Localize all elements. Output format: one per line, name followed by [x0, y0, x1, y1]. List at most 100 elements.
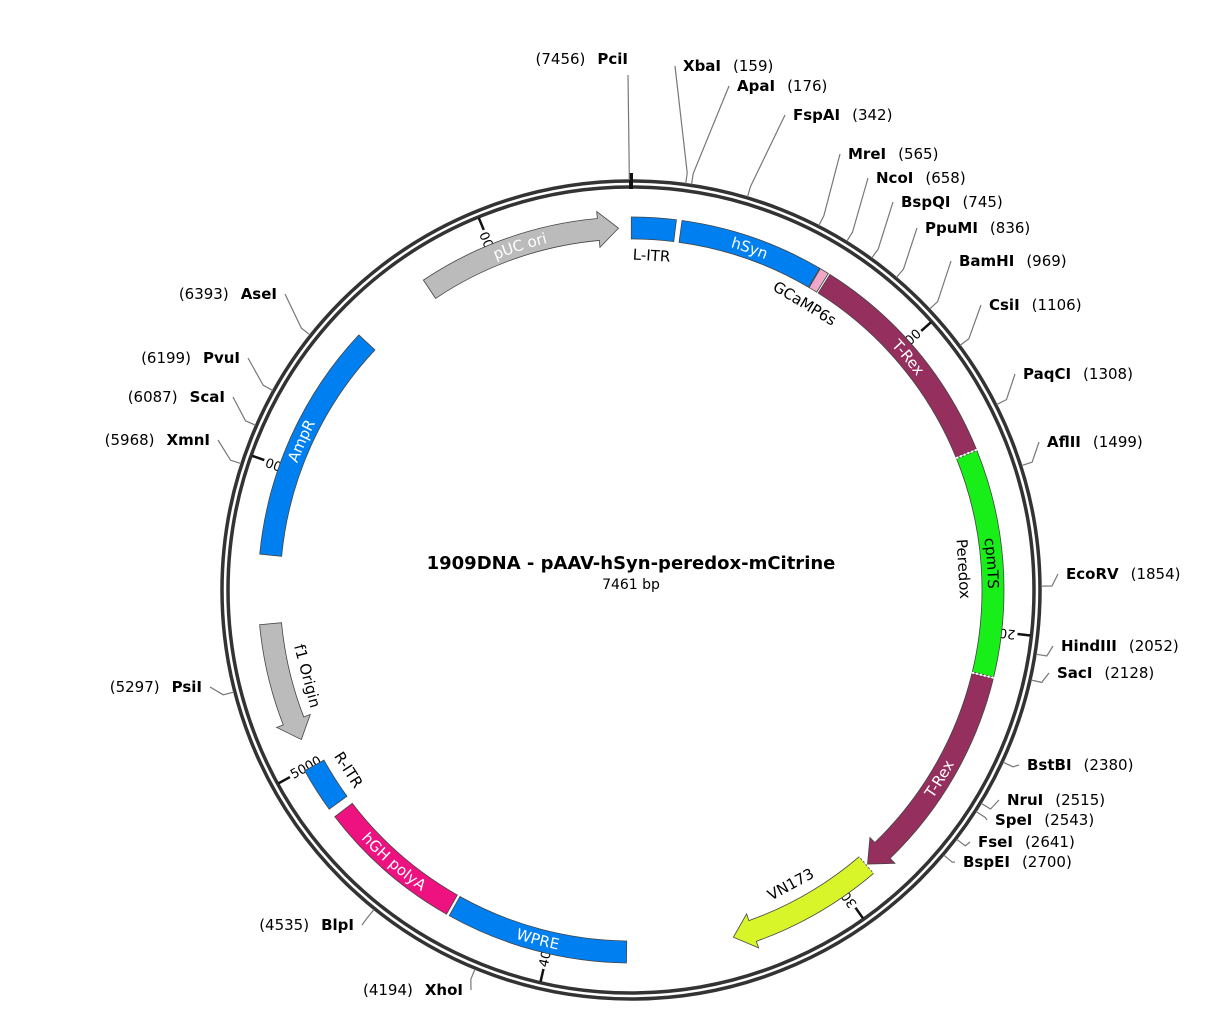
site-position: (2700): [1022, 853, 1072, 871]
site-paqci[interactable]: PaqCI(1308): [996, 365, 1133, 406]
site-position: (1106): [1032, 296, 1082, 314]
site-enzyme: CsiI: [989, 296, 1020, 314]
feature-cpmts[interactable]: cpmTS: [955, 449, 1005, 678]
site-position: (4194): [363, 981, 413, 999]
site-psii[interactable]: (5297)PsiI: [110, 678, 235, 696]
site-enzyme: SacI: [1057, 664, 1092, 682]
site-position: (1499): [1093, 433, 1143, 451]
site-label: FseI(2641): [978, 833, 1075, 851]
site-csii[interactable]: CsiI (1106): [959, 296, 1082, 346]
site-aflii[interactable]: AflII(1499): [1021, 433, 1143, 467]
site-spei[interactable]: SpeI(2543): [975, 811, 1094, 829]
site-xbai[interactable]: XbaI (159): [674, 57, 773, 184]
site-connector: [470, 968, 476, 991]
feature-t-rex-1[interactable]: T-Rex: [817, 273, 977, 458]
site-bspqi[interactable]: BspQI(745): [871, 193, 1003, 259]
site-position: (2543): [1044, 811, 1094, 829]
site-connector: [361, 909, 375, 926]
site-enzyme: MreI: [848, 145, 886, 163]
site-nrui[interactable]: NruI(2515): [980, 791, 1105, 810]
site-enzyme: BstBI: [1027, 756, 1072, 774]
site-connector: [996, 373, 1016, 406]
site-enzyme: HindIII: [1061, 637, 1117, 655]
scale-tick: [251, 454, 265, 462]
site-enzyme: XhoI: [425, 981, 463, 999]
site-ecorv[interactable]: EcoRV (1854): [1040, 565, 1181, 587]
feature-arc: [334, 802, 458, 915]
site-enzyme: BlpI: [321, 916, 354, 934]
site-position: (7456): [536, 50, 586, 68]
site-position: (1308): [1083, 365, 1133, 383]
feature-arc: [422, 210, 620, 299]
site-apai[interactable]: ApaI(176): [690, 77, 828, 185]
scale-tick: [539, 968, 545, 982]
site-fsei[interactable]: FseI(2641): [956, 833, 1075, 851]
site-label: BspEI (2700): [963, 853, 1072, 871]
site-connector: [943, 854, 956, 863]
site-pcii[interactable]: (7456) PciI: [536, 50, 630, 181]
site-label: NcoI(658): [876, 169, 966, 187]
site-fspai[interactable]: FspAI(342): [746, 106, 892, 198]
site-enzyme: EcoRV: [1066, 565, 1119, 583]
site-label: (6393)AseI: [179, 285, 277, 303]
site-mrei[interactable]: MreI(565): [818, 145, 939, 226]
site-bamhi[interactable]: BamHI(969): [929, 252, 1067, 310]
site-label: AflII(1499): [1047, 433, 1143, 451]
feature-arc: [817, 273, 977, 458]
site-connector: [247, 357, 274, 392]
feature-puc-ori[interactable]: pUC ori: [422, 210, 620, 299]
site-xhoi[interactable]: (4194) XhoI: [363, 968, 476, 999]
region-label-peredox: Peredox: [952, 538, 974, 599]
site-connector: [1002, 761, 1020, 768]
feature-f1-origin[interactable]: f1 Origin: [259, 622, 325, 741]
site-connector: [746, 114, 786, 198]
site-label: XbaI (159): [683, 57, 773, 75]
site-ppumi[interactable]: PpuMI(836): [895, 219, 1030, 278]
site-label: BamHI(969): [959, 252, 1067, 270]
site-position: (5968): [105, 431, 155, 449]
site-enzyme: BspEI: [963, 853, 1010, 871]
site-hindiii[interactable]: HindIII(2052): [1035, 637, 1179, 657]
site-scai[interactable]: (6087)ScaI: [128, 388, 256, 426]
site-label: PpuMI(836): [925, 219, 1030, 237]
feature-wpre[interactable]: WPRE: [448, 895, 628, 964]
site-position: (4535): [259, 916, 309, 934]
feature-l-itr[interactable]: L-ITR: [630, 216, 677, 266]
site-saci[interactable]: SacI(2128): [1030, 664, 1154, 684]
feature-ampr[interactable]: AmpR: [259, 334, 376, 557]
site-connector: [1040, 573, 1059, 587]
site-enzyme: NruI: [1007, 791, 1043, 809]
site-connector: [217, 439, 242, 465]
site-label: CsiI (1106): [989, 296, 1082, 314]
feature-arc: [448, 895, 628, 964]
site-enzyme: BamHI: [959, 252, 1014, 270]
scale-tick: [1017, 632, 1031, 637]
feature-arc: [304, 759, 348, 810]
site-asei[interactable]: (6393)AseI: [179, 285, 311, 336]
site-connector: [980, 799, 1000, 810]
feature-arc: [259, 334, 376, 557]
site-position: (1854): [1131, 565, 1181, 583]
feature-hgh-polya[interactable]: hGH polyA: [334, 802, 458, 915]
restriction-sites: (7456) PciI XbaI (159) ApaI(176)FspAI(342)Mr…: [105, 50, 1181, 999]
site-connector: [1035, 645, 1054, 657]
site-position: (159): [733, 57, 773, 75]
site-ncoi[interactable]: NcoI(658): [846, 169, 966, 242]
site-connector: [895, 227, 918, 278]
site-pvui[interactable]: (6199)PvuI: [141, 349, 274, 392]
site-enzyme: XbaI: [683, 57, 721, 75]
feature-t-rex-2[interactable]: T-Rex: [867, 672, 994, 865]
site-label: (4194) XhoI: [363, 981, 463, 999]
site-connector: [232, 396, 256, 426]
site-connector: [959, 304, 982, 346]
site-bstbi[interactable]: BstBI(2380): [1002, 756, 1133, 774]
site-enzyme: PciI: [597, 50, 628, 68]
site-blpi[interactable]: (4535) BlpI: [259, 909, 375, 934]
site-connector: [674, 65, 688, 184]
feature-hsyn[interactable]: hSyn: [678, 220, 821, 288]
map-title: 1909DNA - pAAV-hSyn-peredox-mCitrine 746…: [427, 553, 836, 593]
site-xmni[interactable]: (5968)XmnI: [105, 431, 242, 465]
site-bspei[interactable]: BspEI (2700): [943, 853, 1072, 871]
site-position: (6393): [179, 285, 229, 303]
